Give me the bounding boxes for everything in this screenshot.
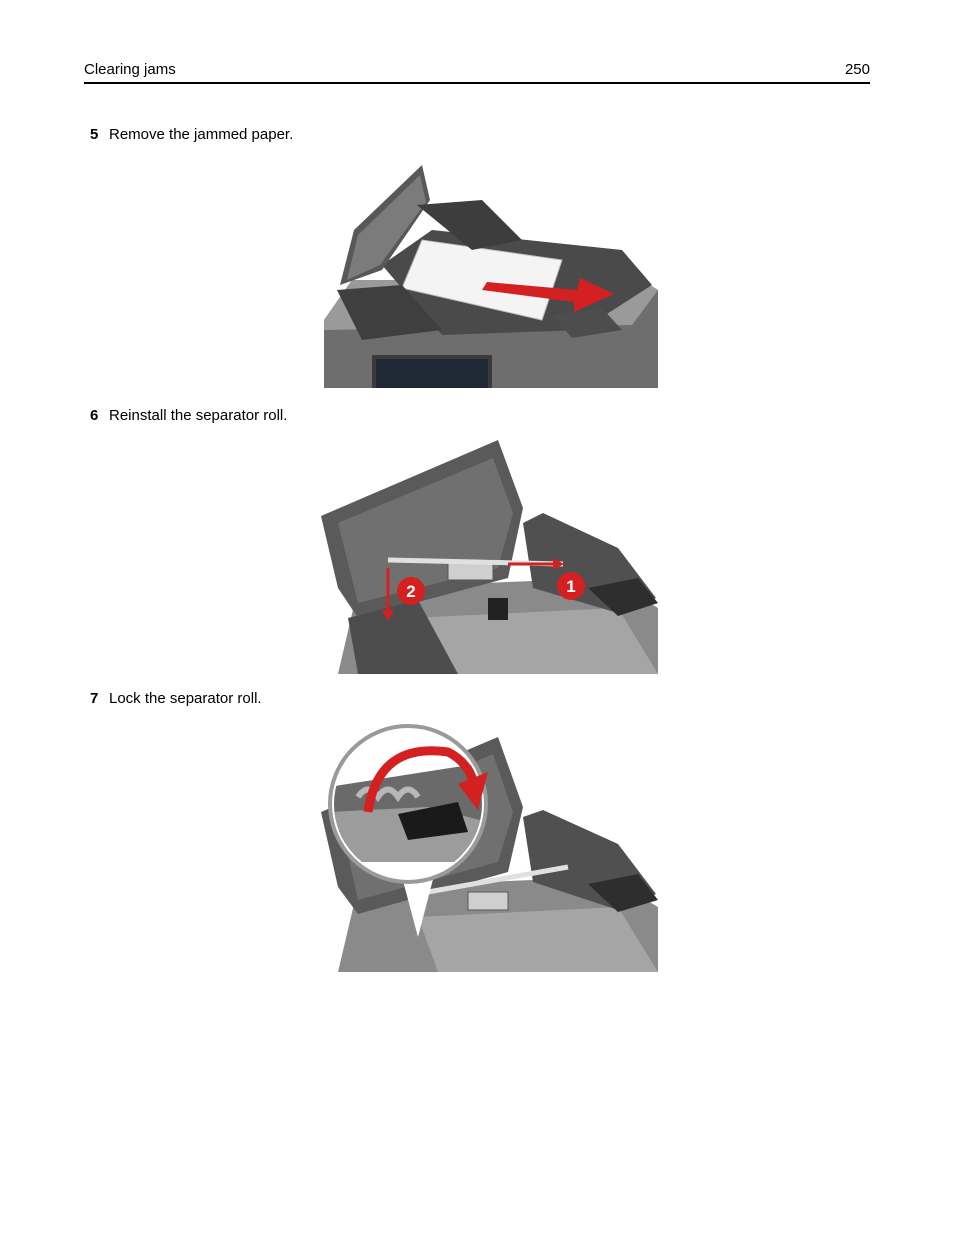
step-number: 6: [90, 407, 99, 424]
step-text: Remove the jammed paper.: [109, 126, 294, 143]
page-header: Clearing jams 250: [84, 60, 870, 84]
remove-jammed-paper-illustration: [322, 160, 660, 390]
reinstall-separator-roll-illustration: 1 2: [318, 438, 660, 678]
page-number: 250: [844, 61, 870, 78]
step-text: Reinstall the separator roll.: [109, 407, 288, 424]
step-5: 5 Remove the jammed paper.: [90, 126, 293, 143]
step-6: 6 Reinstall the separator roll.: [90, 407, 287, 424]
section-title: Clearing jams: [84, 61, 176, 78]
lock-separator-roll-illustration: [318, 722, 660, 976]
step-7: 7 Lock the separator roll.: [90, 690, 262, 707]
step-number: 7: [90, 690, 99, 707]
callout-1: 1: [566, 577, 575, 596]
step-number: 5: [90, 126, 99, 143]
callout-2: 2: [406, 582, 415, 601]
step-text: Lock the separator roll.: [109, 690, 262, 707]
